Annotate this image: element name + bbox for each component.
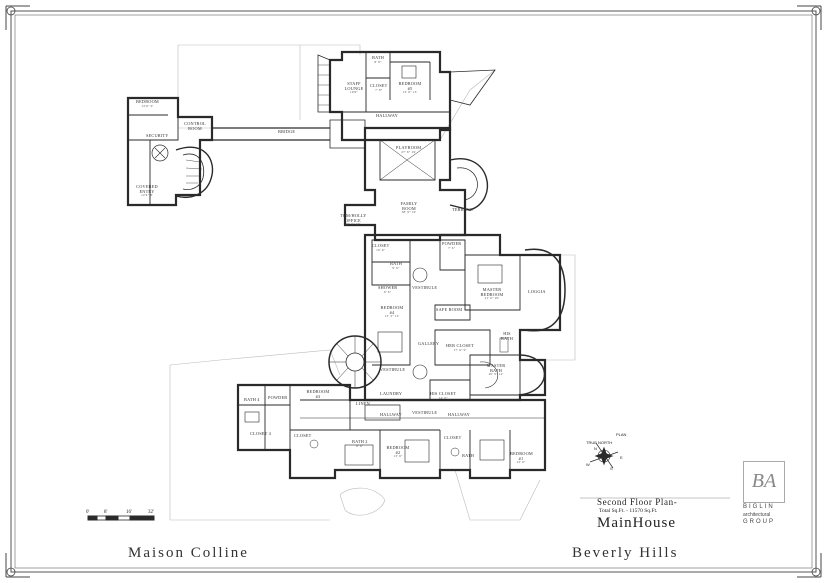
room-label-powder-2: POWDER	[268, 395, 288, 400]
staff-wing	[317, 50, 496, 142]
firm-name-line-3: GROUP	[743, 519, 776, 525]
firm-logo-mark: BA	[743, 461, 785, 503]
scale-label-0: 0'	[86, 510, 90, 515]
total-square-footage: Total Sq.Ft. - 11570 Sq.Ft.	[599, 508, 658, 514]
room-label-bridge: BRIDGE	[278, 129, 296, 134]
scale-label-8: 8'	[104, 510, 108, 515]
room-label-safe-room: SAFE ROOM	[436, 307, 463, 312]
south-wing	[236, 383, 547, 480]
firm-name-line-2: architectural	[743, 512, 771, 518]
room-label-security: SECURITY	[146, 133, 169, 138]
plan-title: Second Floor Plan-	[597, 497, 678, 507]
room-label-control-room: CONTROL ROOM	[184, 121, 206, 131]
compass-n-label: N	[594, 446, 597, 451]
project-name: Maison Colline	[128, 545, 249, 561]
room-label-vestibule-1: VESTIBULE	[412, 285, 438, 290]
compass-rose	[589, 442, 619, 469]
room-label-hallway-left: HALLWAY	[380, 412, 402, 417]
firm-logo: BA BIGLIN architectural GROUP	[737, 461, 795, 539]
room-label-closet-4: CLOSET 4	[250, 431, 271, 436]
compass-e-label: E	[620, 455, 623, 460]
room-label-linen: LINEN	[356, 401, 370, 406]
ornamental-border	[5, 5, 822, 578]
scale-label-16: 16'	[126, 510, 132, 515]
room-label-his-bath: HIS BATH	[500, 331, 514, 341]
room-label-loggia: LOGGIA	[528, 289, 546, 294]
house-name: MainHouse	[597, 515, 676, 531]
room-label-terrace: TERRACE	[452, 207, 473, 212]
room-label-closet-2: CLOSET	[444, 435, 462, 440]
room-label-vestibule-2: VESTIBULE	[380, 367, 406, 372]
room-label-hallway-right: HALLWAY	[448, 412, 470, 417]
graphic-scale	[87, 515, 155, 521]
site-outline	[169, 44, 576, 521]
project-location: Beverly Hills	[572, 545, 679, 561]
room-label-hallway-top: HALLWAY	[376, 113, 398, 118]
room-label-bath-4: BATH 4	[244, 397, 260, 402]
scale-label-32: 32'	[148, 510, 154, 515]
compass-w-label: W	[586, 462, 590, 467]
room-label-closet-3: CLOSET	[294, 433, 312, 438]
room-label-bedroom-3: BEDROOM #3	[306, 389, 330, 399]
compass-s-label: S	[610, 466, 613, 471]
room-label-bath-1: BATH	[462, 453, 475, 458]
room-label-vestibule-3: VESTIBULE	[412, 410, 438, 415]
firm-name-line-1: BIGLIN	[743, 504, 775, 510]
security-wing	[126, 96, 214, 207]
compass-true-north-label: TRUE NORTH	[586, 440, 613, 445]
compass-plan-label: PLAN	[616, 432, 627, 437]
room-label-laundry: LAUNDRY	[380, 391, 403, 396]
spiral-stair	[328, 335, 382, 389]
room-label-gallery: GALLERY	[418, 341, 440, 346]
